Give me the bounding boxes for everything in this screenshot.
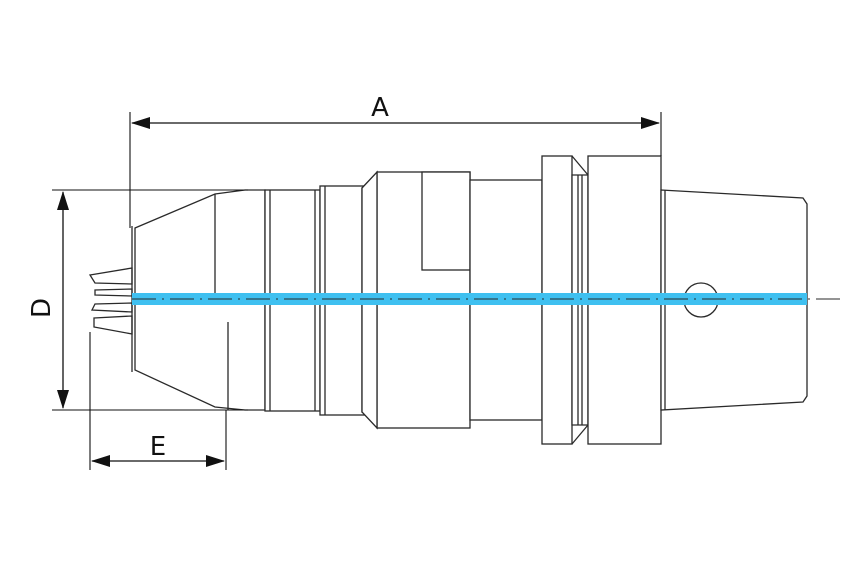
dimension-a: A (129, 93, 662, 228)
coolant-channel (132, 293, 807, 305)
dimension-e: E (89, 332, 227, 470)
dimension-d-label: D (27, 298, 57, 318)
collet-jaws (88, 226, 133, 372)
dimension-d: D (27, 189, 248, 411)
dimension-e-label: E (150, 432, 166, 462)
dimension-a-label: A (371, 93, 389, 123)
drive-slot (421, 171, 471, 271)
